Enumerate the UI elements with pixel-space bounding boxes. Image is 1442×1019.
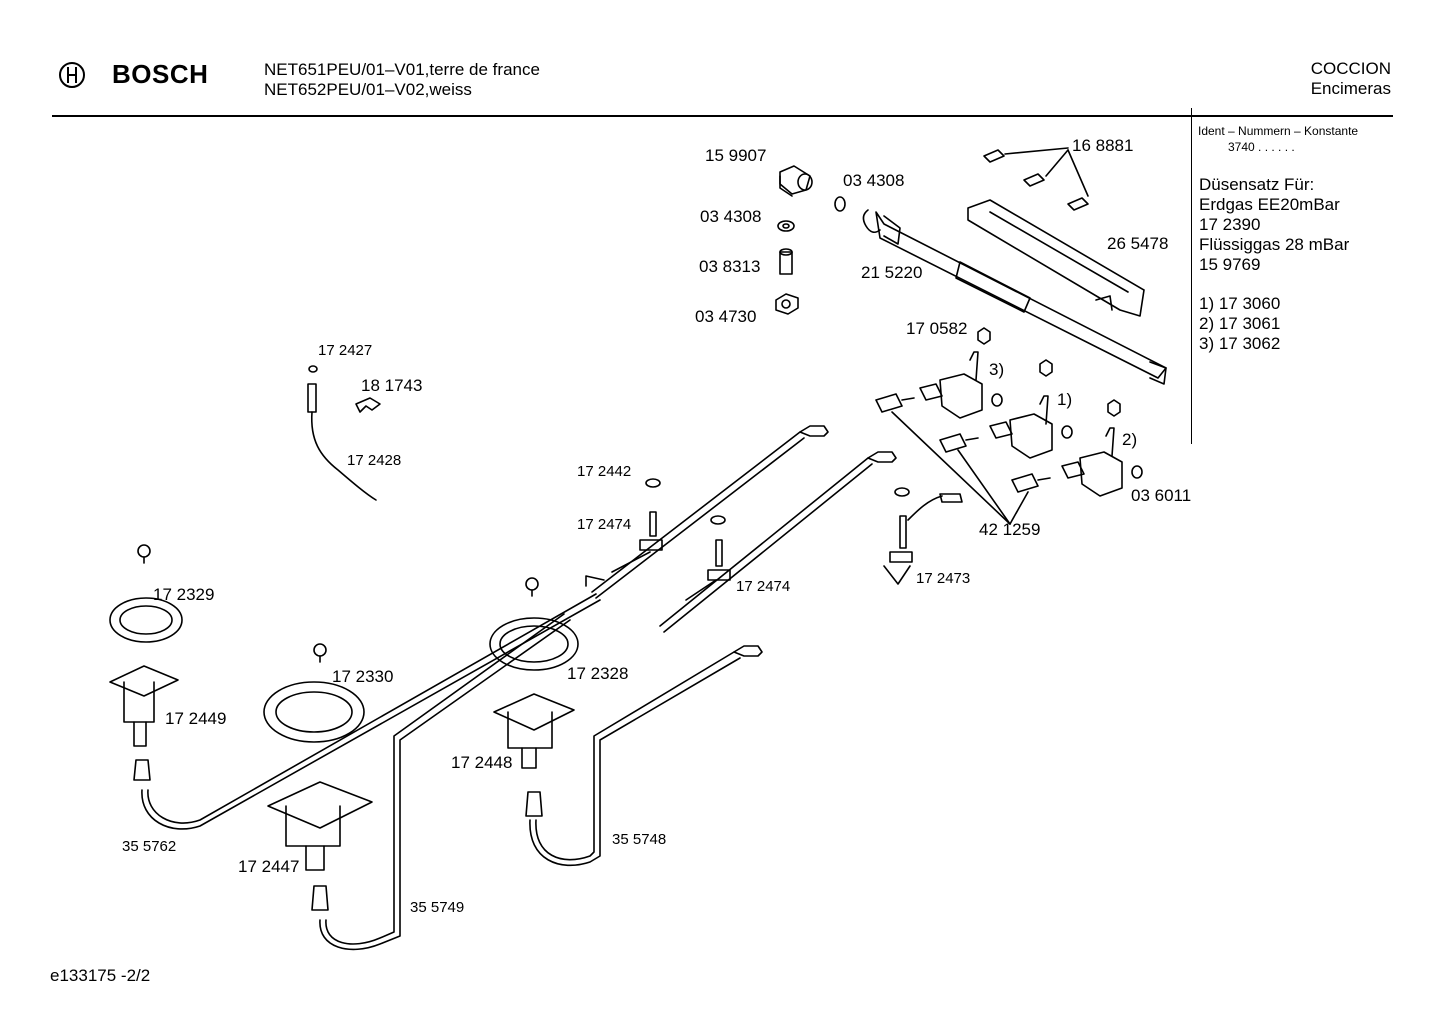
nozzle-title: Düsensatz Für: [1199,175,1315,194]
part-label: 17 2448 [451,753,513,772]
thermocouple-lines [586,426,962,632]
valve-marker: 1) [1057,390,1073,409]
part-label: 17 2330 [332,667,394,686]
gas-rail [863,210,1166,384]
part-label: 03 4308 [843,171,905,190]
part-label: 17 2329 [153,585,215,604]
screws [138,545,538,662]
gas-liquid: Flüssiggas 28 mBar [1199,235,1350,254]
part-label: 17 2473 [916,570,971,587]
part-label: 17 2449 [165,709,227,728]
injector-fittings [134,760,542,910]
nozzles [876,394,1050,524]
gas-natural-part: 17 2390 [1199,215,1261,234]
header-divider [52,115,1393,117]
valve-marker: 3) [989,360,1005,379]
brand-logo: BOSCH [112,59,209,89]
part-label: 17 2474 [736,578,791,595]
part-label: 35 5748 [612,831,667,848]
part-label: 03 4308 [700,207,762,226]
part-label: 03 4730 [695,307,757,326]
part-label: 18 1743 [361,376,423,395]
part-label: 26 5478 [1107,234,1169,253]
part-label: 17 2328 [567,664,629,683]
ident-value: 3740 . . . . . . [1228,140,1295,154]
part-label: 03 8313 [699,257,761,276]
elbow-fitting [776,166,845,314]
bosch-armature-icon [59,62,85,88]
part-label: 35 5749 [410,899,465,916]
part-label: 15 9907 [705,146,767,165]
part-label: 17 2447 [238,857,300,876]
gas-natural: Erdgas EE20mBar [1199,195,1340,214]
part-label: 17 2442 [577,463,632,480]
part-label: 21 5220 [861,263,923,282]
gas-liquid-part: 15 9769 [1199,255,1261,274]
valve-marker: 2) [1122,430,1138,449]
part-label: 42 1259 [979,520,1041,539]
variant-3: 3) 17 3062 [1199,334,1281,353]
document-id: e133175 -2/2 [50,966,151,985]
part-label: 16 8881 [1072,136,1134,155]
variant-2: 2) 17 3061 [1199,314,1281,333]
gas-tubes [142,594,762,949]
gas-valves [920,328,1142,496]
part-label: 03 6011 [1131,486,1192,505]
part-label: 35 5762 [122,838,177,855]
category: COCCION [1310,59,1391,78]
valve-caps [984,148,1088,210]
burner-bodies [110,666,574,870]
model-line-2: NET652PEU/01–V02,weiss [264,80,472,99]
valve-bracket [968,200,1144,316]
ignition-wire [308,366,380,500]
flame-rings [110,598,578,742]
part-label: 17 2428 [347,452,402,469]
sidebar-divider [1191,108,1192,444]
part-label: 17 0582 [906,319,968,338]
part-label: 17 2427 [318,342,373,359]
subcategory: Encimeras [1310,79,1391,98]
variant-1: 1) 17 3060 [1199,294,1281,313]
ident-title: Ident – Nummern – Konstante [1198,124,1359,138]
part-label: 17 2474 [577,516,632,533]
model-line-1: NET651PEU/01–V01,terre de france [264,60,540,79]
